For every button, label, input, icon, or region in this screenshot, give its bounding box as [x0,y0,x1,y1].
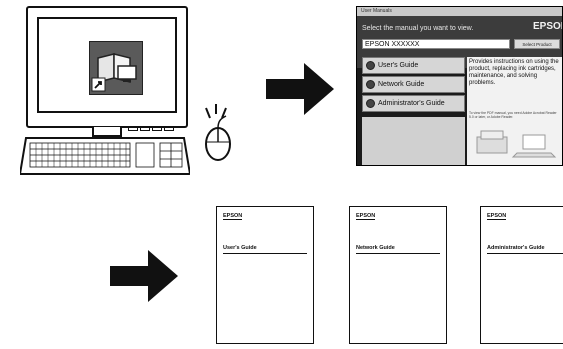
manual-item-users-guide[interactable]: User's Guide [362,57,465,74]
manual-item-label: User's Guide [378,62,419,69]
monitor-button [152,127,162,131]
administrators-guide-document: EPSON Administrator's Guide [480,206,563,344]
document-title: User's Guide [223,245,257,251]
title-rule [487,253,563,254]
pdf-reader-note: To view the PDF manual, you need Adobe A… [469,111,557,119]
window-title: User Manuals [361,8,392,14]
manual-selection-window: User Manuals Select the manual you want … [356,6,563,166]
list-panel-background [362,117,465,165]
document-title: Administrator's Guide [487,245,545,251]
users-guide-document: EPSON User's Guide [216,206,314,344]
manual-item-label: Network Guide [378,81,425,88]
manual-list: User's Guide Network Guide Administrator… [362,57,465,115]
manual-item-administrators-guide[interactable]: Administrator's Guide [362,95,465,112]
monitor-stand [92,127,122,137]
right-arrow-icon [110,250,178,302]
model-select-field[interactable]: EPSON XXXXXX [362,39,510,49]
printer-illustration [476,130,557,158]
manual-description: Provides instructions on using the produ… [469,59,559,86]
monitor [26,6,188,131]
select-manual-prompt: Select the manual you want to view. [362,25,474,32]
monitor-button [164,127,174,131]
keyboard [20,137,190,175]
network-guide-document: EPSON Network Guide [349,206,447,344]
manual-item-network-guide[interactable]: Network Guide [362,76,465,93]
manual-shortcut-icon[interactable] [89,41,143,95]
monitor-screen [37,17,177,113]
title-rule [223,253,307,254]
manual-item-label: Administrator's Guide [378,100,445,107]
document-title: Network Guide [356,245,395,251]
window-titlebar [357,7,562,16]
document-brand: EPSON [356,213,376,220]
monitor-button [140,127,150,131]
monitor-buttons [128,118,184,131]
network-icon [366,80,375,89]
monitor-button [128,127,138,131]
book-icon [366,61,375,70]
brand-logo: EPSON [533,21,562,32]
document-brand: EPSON [223,213,243,220]
right-arrow-icon [266,63,334,115]
gear-icon [366,99,375,108]
document-brand: EPSON [487,213,507,220]
select-product-button[interactable]: Select Product [514,39,560,49]
title-rule [356,253,440,254]
mouse-click-icon [205,104,231,161]
